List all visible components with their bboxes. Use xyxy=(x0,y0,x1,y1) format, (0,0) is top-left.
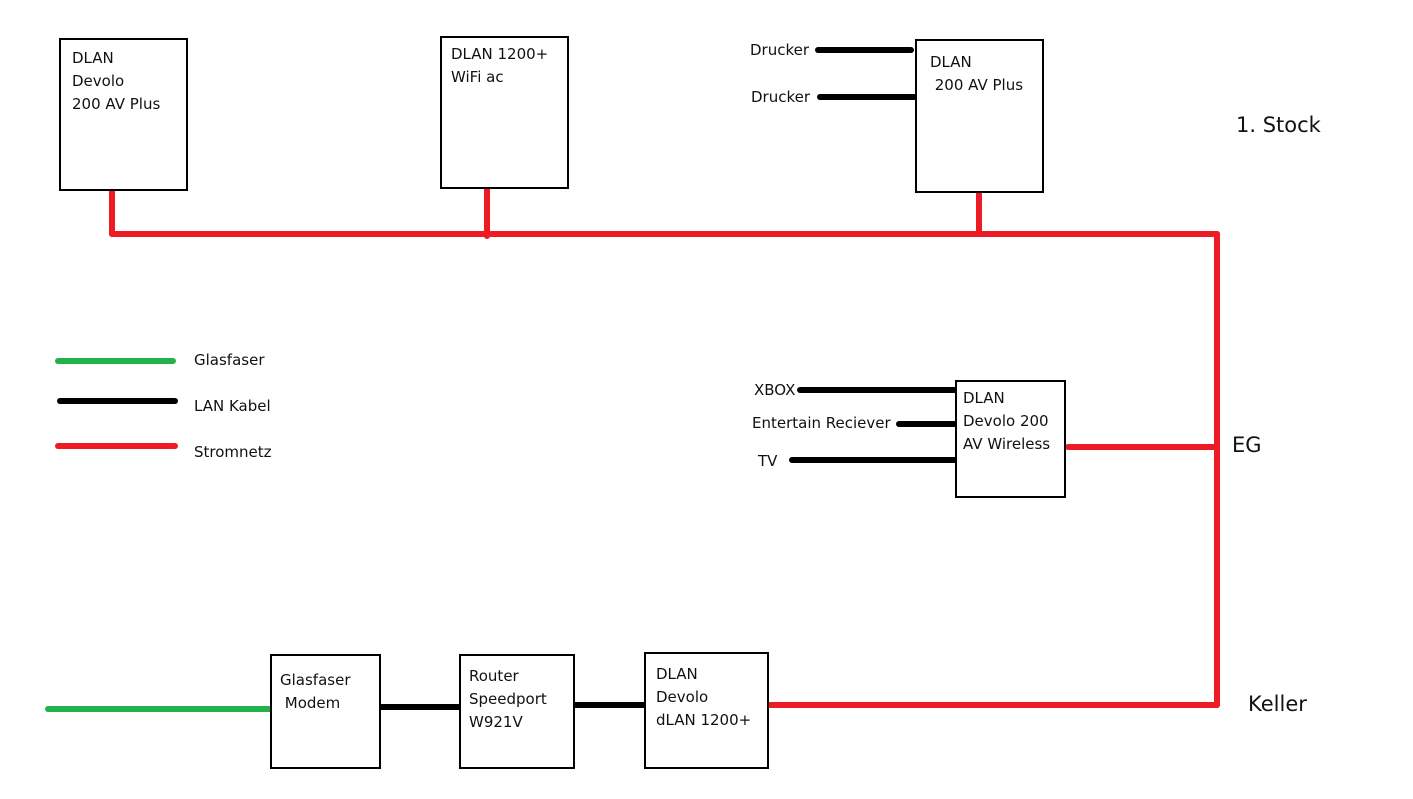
device-dlan-devolo-200-av-wireless: DLAN Devolo 200 AV Wireless xyxy=(955,380,1066,498)
endpoint-xbox: XBOX xyxy=(754,381,796,399)
legend-strom-label: Stromnetz xyxy=(194,443,272,461)
floor-label-keller: Keller xyxy=(1248,692,1307,716)
lan-lines xyxy=(57,47,961,710)
device-dlan-200-av-plus: DLAN 200 AV Plus xyxy=(915,39,1044,193)
device-dlan-devolo-200-av-plus: DLAN Devolo 200 AV Plus xyxy=(59,38,188,191)
device-glasfaser-modem: Glasfaser Modem xyxy=(270,654,381,769)
device-label: DLAN 1200+ WiFi ac xyxy=(451,45,549,86)
device-label: Router Speedport W921V xyxy=(469,667,547,731)
legend-lan-label: LAN Kabel xyxy=(194,397,271,415)
device-dlan-devolo-1200: DLAN Devolo dLAN 1200+ xyxy=(644,652,769,769)
power-lines xyxy=(55,185,1220,708)
device-label: DLAN Devolo 200 AV Wireless xyxy=(963,389,1051,453)
device-router-speedport: Router Speedport W921V xyxy=(459,654,575,769)
device-label: DLAN Devolo dLAN 1200+ xyxy=(656,665,752,729)
endpoint-tv: TV xyxy=(758,452,778,470)
floor-label-1-stock: 1. Stock xyxy=(1236,113,1321,137)
legend-glasfaser-label: Glasfaser xyxy=(194,351,265,369)
endpoint-entertain-receiver: Entertain Reciever xyxy=(752,414,891,432)
floor-label-eg: EG xyxy=(1232,433,1262,457)
device-label: DLAN 200 AV Plus xyxy=(930,53,1024,94)
endpoint-drucker-1: Drucker xyxy=(750,41,810,59)
endpoint-drucker-2: Drucker xyxy=(751,88,811,106)
fiber-lines xyxy=(45,358,273,712)
device-label: Glasfaser Modem xyxy=(280,671,351,712)
device-dlan-1200-wifi-ac: DLAN 1200+ WiFi ac xyxy=(440,36,569,189)
device-label: DLAN Devolo 200 AV Plus xyxy=(72,49,161,113)
